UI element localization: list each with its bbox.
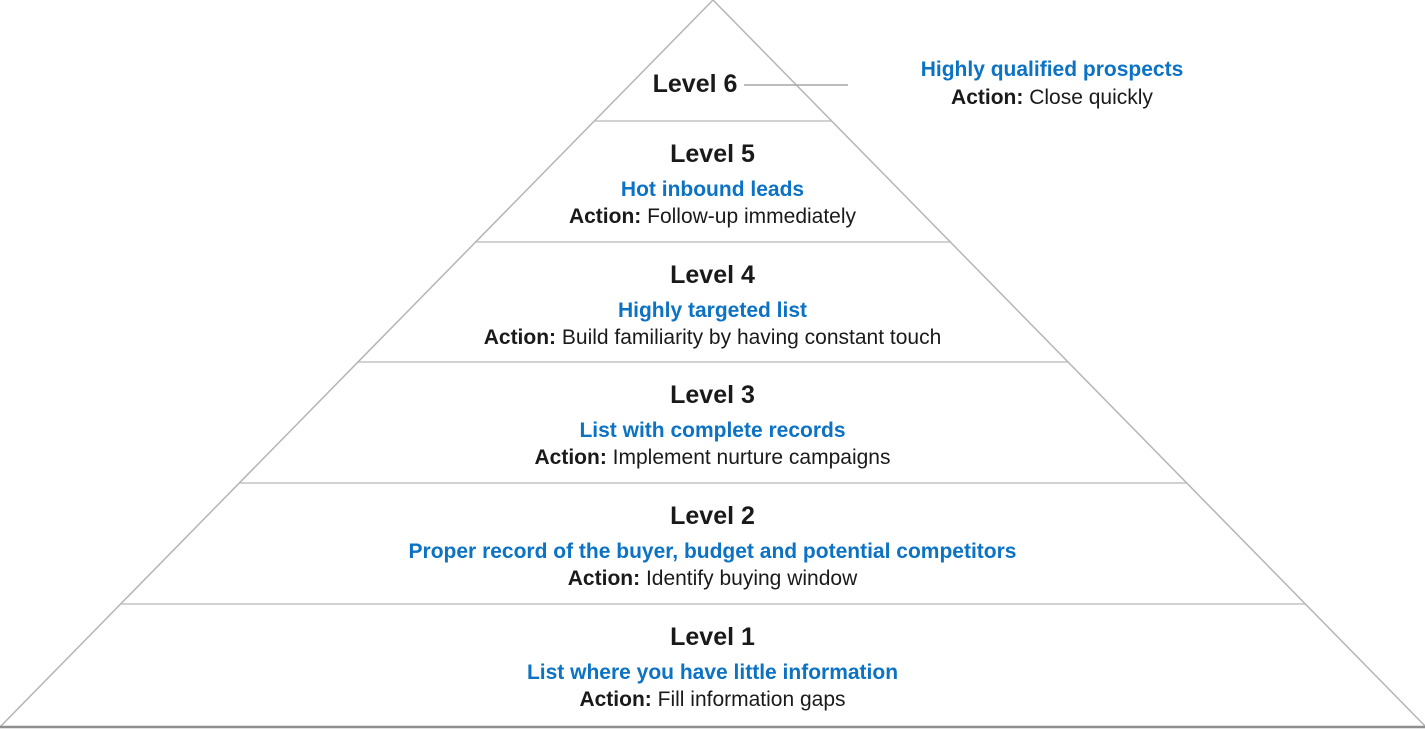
- level-5-action: Action: Follow-up immediately: [0, 203, 1425, 230]
- level-2-band: Level 2 Proper record of the buyer, budg…: [0, 483, 1425, 592]
- action-text: Close quickly: [1029, 86, 1153, 109]
- action-label: Action:: [951, 86, 1024, 109]
- action-text: Build familiarity by having constant tou…: [561, 326, 942, 349]
- level-1-title: Level 1: [670, 623, 755, 651]
- level-5-subtitle: Hot inbound leads: [620, 178, 805, 201]
- level-4-action: Action: Build familiarity by having cons…: [0, 324, 1425, 351]
- level-2-action: Action: Identify buying window: [0, 565, 1425, 592]
- action-text: Implement nurture campaigns: [612, 446, 891, 469]
- action-label: Action:: [534, 446, 607, 469]
- level-5-title: Level 5: [670, 140, 755, 168]
- level-6-subtitle: Highly qualified prospects: [920, 58, 1184, 81]
- level-3-title: Level 3: [670, 381, 755, 409]
- action-label: Action:: [567, 567, 641, 590]
- level-3-band: Level 3 List with complete records Actio…: [0, 362, 1425, 471]
- level-3-action: Action: Implement nurture campaigns: [0, 444, 1425, 471]
- action-text: Identify buying window: [645, 567, 858, 590]
- level-1-action: Action: Fill information gaps: [0, 686, 1425, 713]
- level-2-subtitle: Proper record of the buyer, budget and p…: [408, 540, 1017, 563]
- action-label: Action:: [483, 326, 557, 349]
- level-1-band: Level 1 List where you have little infor…: [0, 604, 1425, 713]
- level-6-callout: Highly qualified prospects Action: Close…: [887, 56, 1217, 111]
- level-6-title: Level 6: [652, 70, 738, 98]
- action-label: Action:: [568, 205, 642, 228]
- level-4-title: Level 4: [670, 261, 755, 289]
- level-3-subtitle: List with complete records: [579, 419, 846, 442]
- action-text: Fill information gaps: [657, 688, 846, 711]
- level-4-subtitle: Highly targeted list: [617, 299, 808, 322]
- level-4-band: Level 4 Highly targeted list Action: Bui…: [0, 242, 1425, 351]
- action-text: Follow-up immediately: [647, 205, 857, 228]
- action-label: Action:: [579, 688, 652, 711]
- level-6-action: Action: Close quickly: [887, 84, 1217, 111]
- level-1-subtitle: List where you have little information: [526, 661, 899, 684]
- level-2-title: Level 2: [670, 502, 755, 530]
- level-5-band: Level 5 Hot inbound leads Action: Follow…: [0, 121, 1425, 230]
